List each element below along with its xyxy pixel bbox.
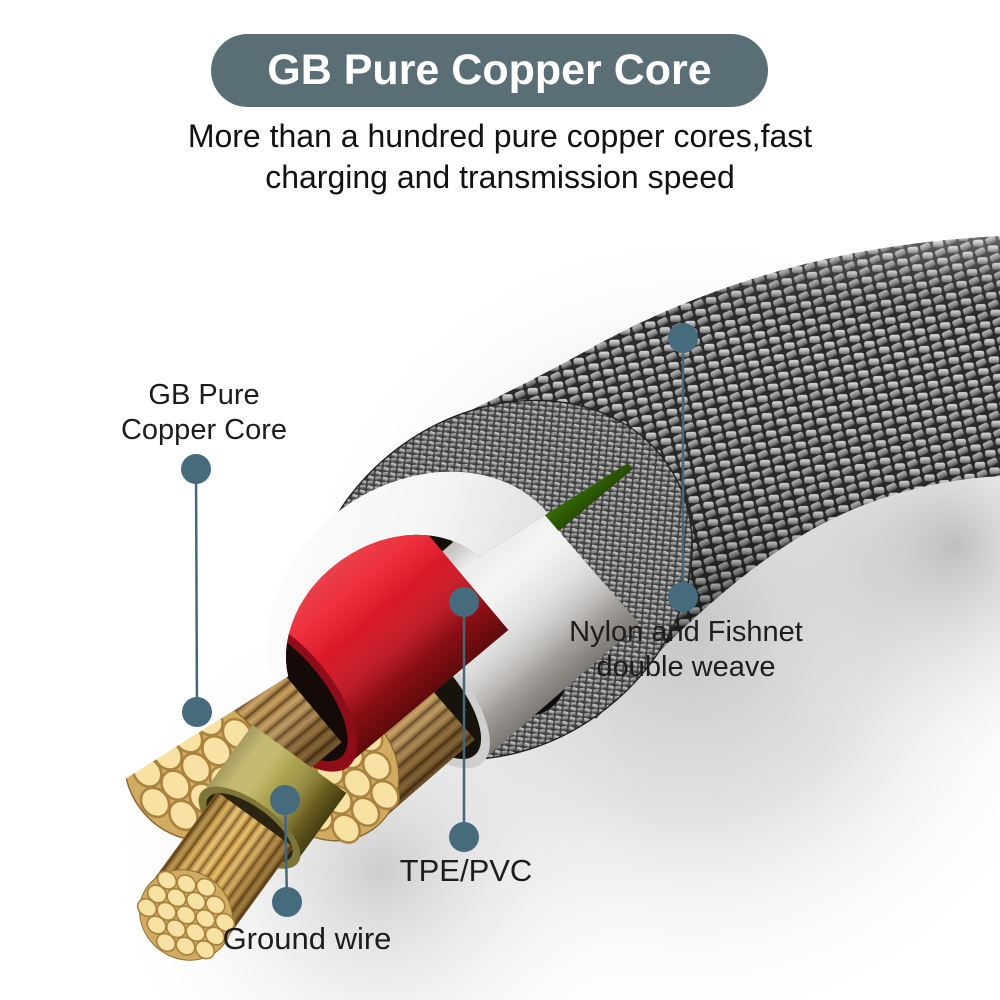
subtitle: More than a hundred pure copper cores,fa… — [187, 118, 813, 195]
dot-ground-label — [272, 887, 302, 917]
label-gb-pure-copper-core: GB Pure Copper Core — [121, 378, 287, 448]
callout-line-ground — [283, 799, 289, 903]
label-tpe-pvc: TPE/PVC — [399, 853, 533, 888]
callout-lines — [194, 338, 685, 903]
label-nylon-line1: Nylon and Fishnet — [569, 616, 803, 648]
dot-nylon-label — [668, 582, 698, 612]
label-ground-wire: Ground wire — [222, 921, 392, 956]
dot-tpe-label — [449, 822, 479, 852]
dot-ground-target — [270, 785, 300, 815]
dot-copper-core-target — [182, 697, 212, 727]
dot-nylon-target — [668, 323, 698, 353]
dot-tpe-target — [449, 587, 479, 617]
label-gb-line2: Copper Core — [120, 414, 288, 446]
title-badge: GB Pure Copper Core — [211, 34, 768, 107]
callout-line-copper-core — [194, 468, 199, 713]
label-nylon-line2: double weave — [596, 651, 776, 683]
dot-copper-core-label — [181, 454, 211, 484]
callout-dots — [181, 323, 698, 917]
label-gb-line1: GB Pure — [148, 379, 260, 411]
label-nylon-fishnet: Nylon and Fishnet double weave — [569, 615, 803, 685]
